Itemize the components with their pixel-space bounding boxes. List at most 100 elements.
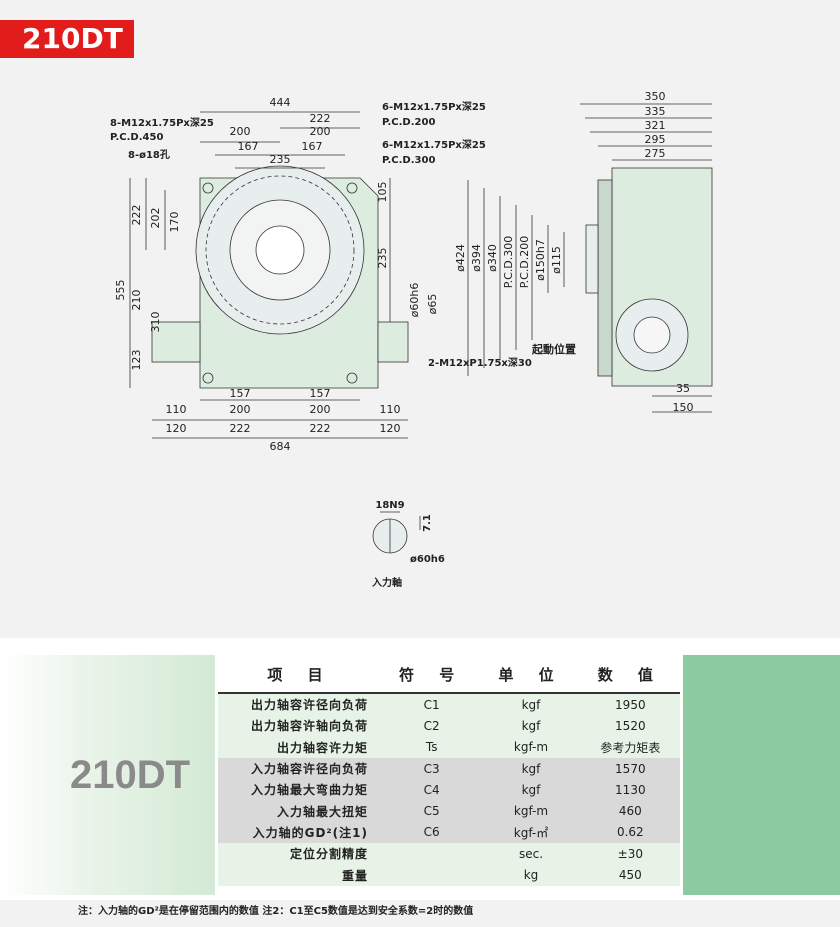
right-input-shaft <box>377 321 409 363</box>
callout-pcd200: P.C.D.200 <box>382 117 435 128</box>
shaft-depth-label: 7.1 <box>422 514 433 532</box>
front-dim-105: 105 <box>376 182 389 203</box>
front-dim-110-right: 110 <box>380 403 401 416</box>
left-input-shaft <box>151 321 201 363</box>
front-dim-200-b-right: 200 <box>310 403 331 416</box>
callout-pcd450: P.C.D.450 <box>110 132 163 143</box>
cell-item: 入力轴最大弯曲力矩 <box>218 779 382 801</box>
cell-item: 入力轴的GD²(注1) <box>218 821 382 844</box>
front-dim-222-v: 222 <box>130 205 143 226</box>
callout-2-m12: 2-M12xP1.75x深30 <box>428 356 532 369</box>
cell-unit: kgf-m <box>481 736 581 758</box>
front-dim-123: 123 <box>130 350 143 371</box>
side-dim-150: 150 <box>673 401 694 414</box>
cell-unit: kgf <box>481 715 581 737</box>
cell-symbol: C3 <box>382 757 482 780</box>
model-panel: 210DT <box>0 655 215 895</box>
side-dim-o115: ø115 <box>550 246 563 274</box>
cell-symbol <box>382 843 482 865</box>
cell-symbol <box>382 864 482 886</box>
header-symbol: 符 号 <box>382 656 482 694</box>
footnote: 注：入力轴的GD²是在停留范围内的数值 注2：C1至C5数值是达到安全系数=2时… <box>78 906 474 917</box>
callout-6-m12-a: 6-M12x1.75Px深25 <box>382 100 486 113</box>
header-item: 项 目 <box>218 656 382 694</box>
callout-8-m12: 8-M12x1.75Px深25 <box>110 116 214 129</box>
side-dim-350: 350 <box>645 90 666 103</box>
cell-value: 450 <box>580 864 680 886</box>
side-dim-321: 321 <box>645 119 666 132</box>
front-dim-555: 555 <box>114 280 127 301</box>
front-dim-167-left: 167 <box>238 140 259 153</box>
decorative-green-panel <box>683 655 840 895</box>
side-dim-o424: ø424 <box>454 244 467 272</box>
front-dim-222-b-right: 222 <box>310 422 331 435</box>
header-unit: 单 位 <box>481 656 581 694</box>
front-dim-o60h6: ø60h6 <box>408 283 421 318</box>
front-dim-235: 235 <box>270 153 291 166</box>
cell-symbol: Ts <box>382 736 482 758</box>
cell-value: 1950 <box>580 693 680 716</box>
cell-symbol: C2 <box>382 715 482 737</box>
cell-item: 重量 <box>218 864 382 886</box>
cell-symbol: C1 <box>382 693 482 716</box>
side-dim-pcd300: P.C.D.300 <box>502 236 515 289</box>
model-label: 210DT <box>70 753 191 797</box>
cell-value: 1130 <box>580 779 680 801</box>
front-dim-210: 210 <box>130 290 143 311</box>
front-dim-202: 202 <box>149 208 162 229</box>
front-dim-167-right: 167 <box>302 140 323 153</box>
front-dim-157-right: 157 <box>310 387 331 400</box>
front-dim-120-right: 120 <box>380 422 401 435</box>
cell-unit: kgf-㎡ <box>481 821 581 844</box>
front-dim-200-right: 200 <box>310 125 331 138</box>
side-dim-335: 335 <box>645 105 666 118</box>
side-dim-295: 295 <box>645 133 666 146</box>
spec-header-row: 项 目 符 号 单 位 数 值 <box>218 656 680 694</box>
cell-symbol: C5 <box>382 800 482 822</box>
technical-drawing: 444 222 200 200 167 167 235 555 222 202 … <box>110 90 713 589</box>
shaft-caption: 入力軸 <box>372 576 402 589</box>
side-dim-35: 35 <box>676 382 690 395</box>
cell-item: 出力轴容许轴向负荷 <box>218 715 382 737</box>
cell-unit: kgf <box>481 779 581 801</box>
front-dim-222-b-left: 222 <box>230 422 251 435</box>
cell-value: 460 <box>580 800 680 822</box>
header-value: 数 值 <box>580 656 680 694</box>
front-dim-170: 170 <box>168 212 181 233</box>
cell-symbol: C4 <box>382 779 482 801</box>
side-dim-o150h7: ø150h7 <box>534 239 547 281</box>
cell-value: 0.62 <box>580 821 680 844</box>
cell-item: 入力轴容许径向负荷 <box>218 757 382 780</box>
front-dim-222: 222 <box>310 112 331 125</box>
front-dim-o65: ø65 <box>426 294 439 315</box>
front-dim-200-b-left: 200 <box>230 403 251 416</box>
side-dim-o340: ø340 <box>486 244 499 272</box>
origin-position-label: 起動位置 <box>531 342 576 356</box>
callout-8-o18: 8-ø18孔 <box>128 148 170 161</box>
cell-unit: kg <box>481 864 581 886</box>
cell-value: 1520 <box>580 715 680 737</box>
cell-item: 入力轴最大扭矩 <box>218 800 382 822</box>
front-dim-120-left: 120 <box>166 422 187 435</box>
front-dim-684: 684 <box>270 440 291 453</box>
cell-value: 1570 <box>580 757 680 780</box>
callout-pcd300: P.C.D.300 <box>382 155 435 166</box>
cell-symbol: C6 <box>382 821 482 844</box>
side-dim-o394: ø394 <box>470 244 483 272</box>
front-dim-157-left: 157 <box>230 387 251 400</box>
cell-value: ±30 <box>580 843 680 865</box>
cell-unit: kgf <box>481 693 581 716</box>
cell-item: 出力轴容许径向负荷 <box>218 693 382 716</box>
front-dim-444: 444 <box>270 96 291 109</box>
